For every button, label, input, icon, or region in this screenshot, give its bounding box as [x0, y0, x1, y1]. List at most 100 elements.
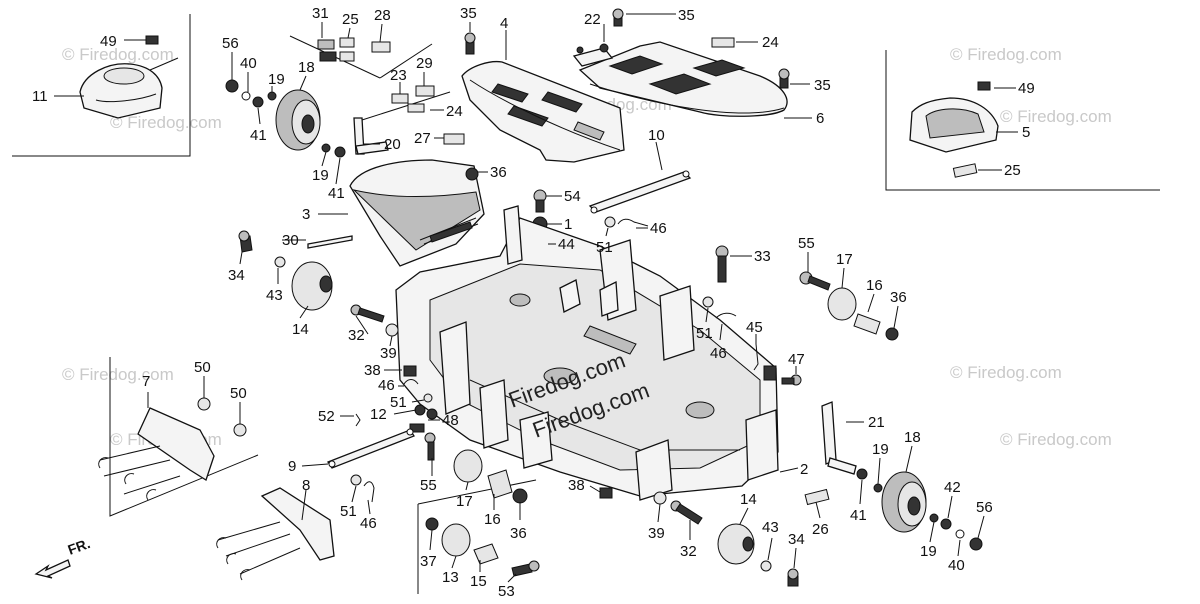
- decal-guide-line: [361, 91, 451, 121]
- watermark-text: © Firedog.com: [1000, 430, 1112, 449]
- wheel-part-18: [275, 89, 321, 151]
- pin-part-46: [403, 379, 419, 385]
- callout-44: 44: [558, 236, 575, 253]
- inset-frame-top-left: [12, 14, 191, 157]
- watermark-text: © Firedog.com: [1000, 107, 1112, 126]
- rear-cover-part-6: [578, 41, 788, 117]
- nut-part-56: [969, 537, 983, 551]
- callout-48: 48: [442, 412, 459, 429]
- callout-2: 2: [800, 461, 808, 478]
- callout-46: 46: [360, 515, 377, 532]
- callout-19: 19: [268, 71, 285, 88]
- bracket-part-7: [98, 407, 215, 501]
- callout-12: 12: [370, 406, 387, 423]
- callout-3: 3: [302, 206, 310, 223]
- pin-part-46: [363, 481, 375, 503]
- spacer-part-16: [487, 469, 513, 499]
- callout-32: 32: [680, 543, 697, 560]
- bolt-part-33: [715, 245, 729, 283]
- bracket-part-8: [216, 487, 335, 581]
- bolt-part-55: [424, 432, 436, 461]
- roller-part-17: [453, 449, 483, 483]
- nut-part-19: [873, 483, 883, 493]
- washer-part-50: [233, 423, 247, 437]
- callout-19: 19: [312, 167, 329, 184]
- callout-38: 38: [364, 362, 381, 379]
- roller-part-17: [827, 287, 857, 321]
- washer-part-39: [653, 491, 667, 505]
- callout-37: 37: [420, 553, 437, 570]
- nut-part-49: [977, 81, 991, 91]
- inset-frame-bottom-center: [417, 479, 537, 505]
- callout-7: 7: [142, 373, 150, 390]
- washer-part-51: [423, 393, 433, 403]
- front-direction-indicator: FR.: [34, 535, 93, 579]
- callout-41: 41: [250, 127, 267, 144]
- callout-10: 10: [648, 127, 665, 144]
- bracket-part-22: [572, 43, 614, 67]
- callout-21: 21: [868, 414, 885, 431]
- inset-frame-bottom-left: [109, 357, 259, 517]
- callout-23: 23: [390, 67, 407, 84]
- callout-34: 34: [228, 267, 245, 284]
- callout-50: 50: [230, 385, 247, 402]
- callout-46: 46: [378, 377, 395, 394]
- callout-18: 18: [904, 429, 921, 446]
- decal-part-23: [391, 93, 409, 104]
- callout-43: 43: [762, 519, 779, 536]
- fitting-part-47b: [763, 365, 777, 381]
- axle-part-21: [821, 401, 857, 475]
- decal-guide-line: [379, 43, 433, 79]
- watermark-text: © Firedog.com: [62, 45, 174, 64]
- callout-50: 50: [194, 359, 211, 376]
- nut-part-49: [145, 35, 159, 45]
- callout-29: 29: [416, 55, 433, 72]
- decal-part-28: [371, 41, 391, 53]
- callout-47: 47: [788, 351, 805, 368]
- callout-24: 24: [762, 34, 779, 51]
- roller-part-14: [291, 261, 333, 311]
- bolt-part-54: [533, 189, 547, 213]
- callout-38: 38: [568, 477, 585, 494]
- callout-25: 25: [342, 11, 359, 28]
- housing-cover-part-4: [461, 60, 625, 163]
- callout-45: 45: [746, 319, 763, 336]
- callout-17: 17: [456, 493, 473, 510]
- callout-19: 19: [872, 441, 889, 458]
- callout-24: 24: [446, 103, 463, 120]
- callout-28: 28: [374, 7, 391, 24]
- pin-part-46: [617, 218, 649, 227]
- pivot-part-12: [414, 404, 438, 420]
- callout-14: 14: [740, 491, 757, 508]
- callout-26: 26: [812, 521, 829, 538]
- callout-56: 56: [976, 499, 993, 516]
- bolts-part-35: [464, 8, 790, 89]
- pin-part-46: [715, 312, 737, 319]
- watermark-text: © Firedog.com: [950, 45, 1062, 64]
- callout-11: 11: [32, 88, 48, 105]
- nut-part-56: [225, 79, 239, 93]
- pin-part-30: [307, 235, 353, 249]
- callout-43: 43: [266, 287, 283, 304]
- decal-part-29: [415, 85, 435, 97]
- callout-46: 46: [710, 345, 727, 362]
- callout-20: 20: [384, 136, 401, 153]
- callout-35: 35: [678, 7, 695, 24]
- callout-41: 41: [328, 185, 345, 202]
- bushing-part-42: [940, 518, 952, 530]
- callout-35: 35: [814, 77, 831, 94]
- nut-part-19: [929, 513, 939, 523]
- clip-part-52: [355, 413, 361, 427]
- front-direction-label: FR.: [66, 535, 93, 558]
- callout-16: 16: [866, 277, 883, 294]
- nut-part-36: [885, 327, 899, 341]
- nut-part-36: [465, 167, 479, 181]
- washer-part-43: [760, 560, 772, 572]
- callout-51: 51: [596, 239, 613, 256]
- spacer-part-15: [473, 543, 499, 565]
- callout-40: 40: [948, 557, 965, 574]
- callout-30: 30: [282, 232, 299, 249]
- callout-56: 56: [222, 35, 239, 52]
